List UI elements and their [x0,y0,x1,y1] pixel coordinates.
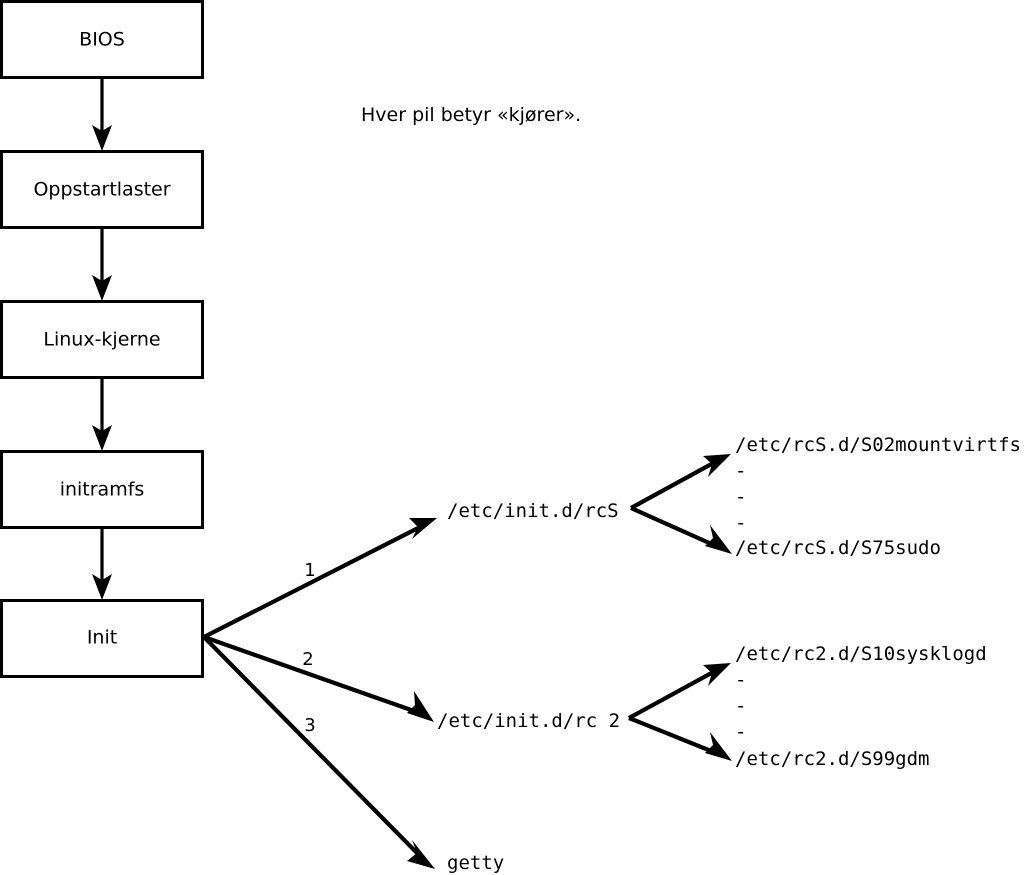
arrow-head-icon [409,518,437,539]
node-initramfs[interactable]: initramfs [0,450,204,529]
node-init[interactable]: Init [0,599,204,678]
arrow-init-branch-3 [202,635,435,869]
arrow-head-icon [705,732,732,761]
bootloader-box[interactable] [0,150,204,229]
arrow-init-branch-1 [203,518,437,639]
branch-number-1: 1 [304,560,315,581]
rc2-script-last: /etc/rc2.d/S99gdm [735,748,929,770]
kernel-label: Linux-kjerne [43,329,160,351]
rcs-ellipsis-dash-2: - [735,486,746,508]
arrow-rc2-to-first-script [627,663,731,720]
node-kernel[interactable]: Linux-kjerne [0,300,204,379]
arrow-rcs-to-last-script [630,506,732,554]
arrow-kernel-to-initramfs [92,378,112,451]
node-bios[interactable]: BIOS [0,0,204,79]
init-label: Init [87,627,117,649]
arrow-head-icon [705,525,732,554]
rc2-ellipsis-dash-3: - [735,721,746,743]
arrow-bootloader-to-kernel [92,228,112,301]
arrow-head-icon [92,574,112,600]
rcs-ellipsis-dash-3: - [735,512,746,534]
rcs-ellipsis-dash-1: - [735,460,746,482]
arrow-head-icon [92,275,112,301]
kernel-box[interactable] [0,300,204,379]
node-bootloader[interactable]: Oppstartlaster [0,150,204,229]
arrow-head-icon [92,125,112,151]
bios-label: BIOS [79,29,125,51]
branch-number-3: 3 [304,715,315,736]
arrow-rcs-to-first-script [629,454,731,510]
init-box[interactable] [0,599,204,678]
bootloader-label: Oppstartlaster [33,179,170,201]
rc2-ellipsis-dash-2: - [735,695,746,717]
arrow-bios-to-bootloader [92,78,112,151]
branch-label-rcs: /etc/init.d/rcS [447,500,619,522]
arrow-head-icon [703,454,731,477]
branch-number-2: 2 [302,649,313,670]
rcs-script-last: /etc/rcS.d/S75sudo [735,537,941,559]
initramfs-box[interactable] [0,450,204,529]
arrow-initramfs-to-init [92,528,112,600]
bios-box[interactable] [0,0,204,79]
branch-label-getty: getty [447,852,504,874]
arrow-rc2-to-last-script [628,716,732,761]
branch-label-rc2: /etc/init.d/rc 2 [437,710,620,732]
rcs-script-first: /etc/rcS.d/S02mountvirtfs [735,434,1021,456]
rc2-script-first: /etc/rc2.d/S10sysklogd [735,643,987,665]
diagram-caption: Hver pil betyr «kjører». [361,104,581,126]
arrow-head-icon [703,663,731,686]
rc2-ellipsis-dash-1: - [735,669,746,691]
initramfs-label: initramfs [60,479,145,501]
arrow-head-icon [407,840,435,869]
arrow-init-branch-2 [203,635,434,722]
arrow-head-icon [92,425,112,451]
arrow-head-icon [407,691,434,722]
